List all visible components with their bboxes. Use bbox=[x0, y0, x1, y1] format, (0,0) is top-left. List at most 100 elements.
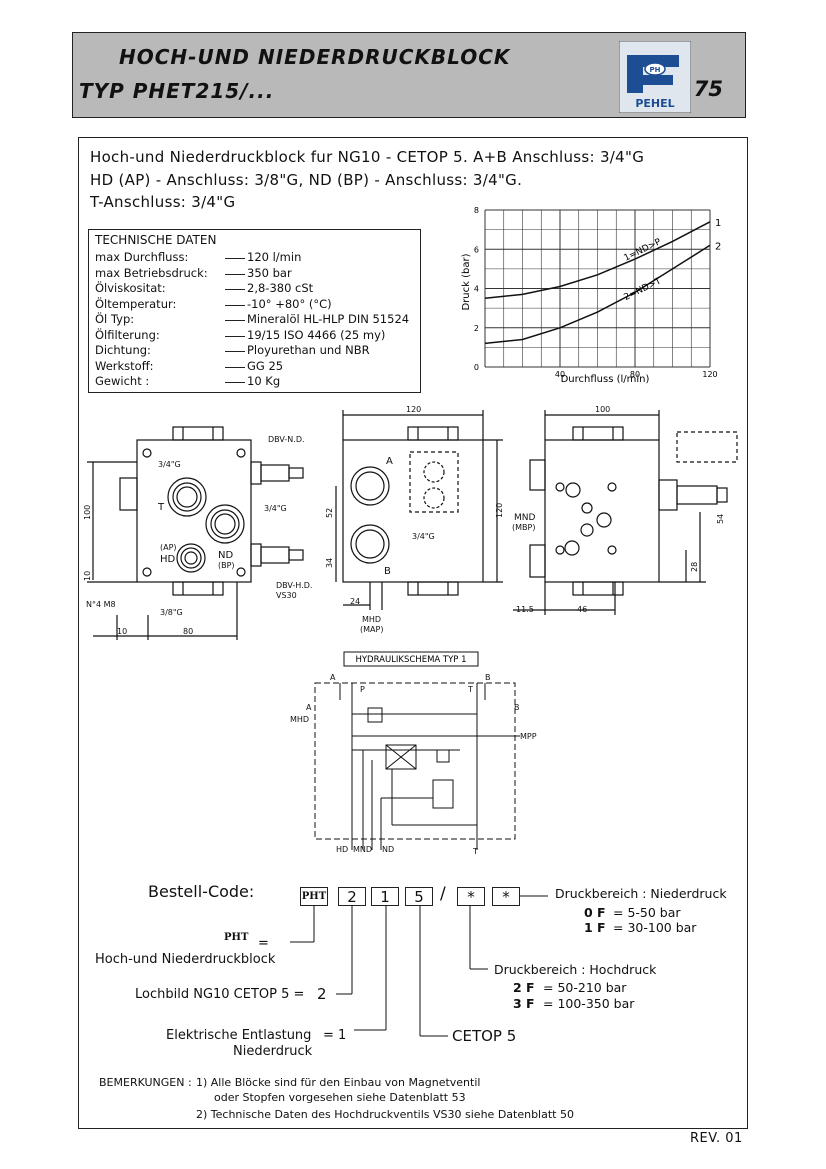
code-box-star-hd: * bbox=[457, 887, 485, 906]
tech-row-leader bbox=[225, 258, 245, 259]
dim-10-left: 10 bbox=[83, 571, 92, 581]
schema-b-side: B bbox=[514, 703, 520, 712]
bp-label: (BP) bbox=[218, 561, 235, 570]
y-axis-label: Druck (bar) bbox=[461, 253, 472, 310]
g34-label-b: 3/4"G bbox=[264, 504, 287, 513]
intro-line2: HD (AP) - Anschluss: 3/8"G, ND (BP) - An… bbox=[90, 170, 523, 189]
series-line-1 bbox=[484, 221, 711, 300]
dbv-hd-label: DBV-H.D. bbox=[276, 581, 312, 590]
vs30-label: VS30 bbox=[276, 591, 297, 600]
remarks-label: BEMERKUNGEN : bbox=[99, 1076, 192, 1089]
tech-row-label: Ölviskositat: bbox=[95, 281, 166, 295]
m8-label: N°4 M8 bbox=[86, 600, 116, 609]
lochbild-value: 2 bbox=[317, 985, 327, 1003]
y-tick-label: 6 bbox=[474, 245, 479, 254]
title-line1: HOCH-UND NIEDERDRUCKBLOCK bbox=[119, 45, 511, 69]
dbv-nd-label: DBV-N.D. bbox=[268, 435, 305, 444]
schema-nd: ND bbox=[382, 845, 394, 854]
schema-a-top: A bbox=[330, 673, 336, 682]
page-number: 75 bbox=[693, 77, 723, 101]
x-axis-label: Durchfluss (l/min) bbox=[561, 374, 650, 385]
tech-row-label: max Betriebsdruck: bbox=[95, 265, 208, 280]
tech-row-value: 120 l/min bbox=[247, 250, 302, 264]
schema-a-side: A bbox=[306, 703, 312, 712]
intro-line3: T-Anschluss: 3/4"G bbox=[90, 193, 236, 211]
schema-p: P bbox=[360, 685, 365, 694]
tech-row-leader bbox=[225, 320, 245, 321]
remark-1b: oder Stopfen vorgesehen siehe Datenblatt… bbox=[214, 1091, 466, 1104]
schema-t-bottom: T bbox=[472, 847, 478, 856]
schema-mhd: MHD bbox=[290, 715, 309, 724]
tech-row-value: -10° +80° (°C) bbox=[247, 296, 332, 311]
x-tick-label: 40 bbox=[555, 370, 565, 379]
tech-row-leader bbox=[225, 335, 245, 337]
tech-row-label: max Durchfluss: bbox=[95, 250, 189, 264]
hydraulic-schema: HYDRAULIKSCHEMA TYP 1 A B A B P T MHD MP… bbox=[290, 651, 537, 856]
series-end-label-2: 2 bbox=[715, 241, 721, 252]
order-code-label: Bestell-Code: bbox=[148, 882, 255, 901]
schema-title: HYDRAULIKSCHEMA TYP 1 bbox=[355, 655, 466, 665]
tech-row-value: GG 25 bbox=[247, 358, 284, 373]
entlastung-eq: = 1 bbox=[323, 1028, 347, 1043]
x-tick-label: 120 bbox=[702, 370, 717, 379]
dim-115: 11.5 bbox=[516, 605, 534, 614]
schema-hd: HD bbox=[336, 845, 348, 854]
tech-row-value: Mineralöl HL-HLP DIN 51524 bbox=[247, 312, 410, 326]
y-tick-label: 8 bbox=[474, 206, 479, 215]
tech-row-value: 10 Kg bbox=[247, 374, 281, 388]
port-b-label: B bbox=[384, 566, 391, 577]
code-slash: / bbox=[440, 884, 446, 904]
hd-opt1-code: 2 F bbox=[513, 980, 535, 995]
schema-b-top: B bbox=[485, 673, 491, 682]
map-label: (MAP) bbox=[360, 625, 383, 634]
code-box-pht: PHT bbox=[300, 887, 328, 906]
pht-desc: Hoch-und Niederdruckblock bbox=[95, 952, 276, 967]
hd-opt2-code: 3 F bbox=[513, 996, 535, 1011]
remark-1a: 1) Alle Blöcke sind für den Einbau von M… bbox=[196, 1076, 481, 1089]
revision-label: REV. 01 bbox=[690, 1131, 743, 1146]
series-line-2 bbox=[484, 244, 711, 345]
tech-row-value: 350 bar bbox=[247, 265, 292, 280]
intro-line1: Hoch-und Niederdruckblock fur NG10 - CET… bbox=[90, 148, 645, 166]
g38-label: 3/8"G bbox=[160, 608, 183, 617]
dim-120-side: 120 bbox=[495, 503, 504, 518]
dim-100-left: 100 bbox=[83, 505, 92, 520]
tech-row-leader bbox=[225, 289, 245, 290]
cetop5-label: CETOP 5 bbox=[452, 1027, 517, 1045]
dim-120-top: 120 bbox=[406, 405, 421, 414]
mhd-label: MHD bbox=[362, 615, 381, 624]
schema-mnd: MND bbox=[353, 845, 372, 854]
hd-opt1: = 50-210 bar bbox=[543, 980, 627, 995]
t-port-label: T bbox=[157, 502, 165, 513]
dim-100-right: 100 bbox=[595, 405, 610, 414]
nd-label: ND bbox=[218, 550, 233, 561]
content-frame bbox=[78, 137, 748, 1129]
mnd-label: MND bbox=[514, 513, 535, 523]
tech-row-label: Dichtung: bbox=[95, 343, 151, 357]
y-tick-label: 0 bbox=[474, 363, 479, 372]
intro-text: Hoch-und Niederdruckblock fur NG10 - CET… bbox=[90, 146, 644, 214]
dim-34: 34 bbox=[325, 558, 334, 568]
ap-label: (AP) bbox=[160, 543, 177, 552]
nd-range-title: Druckbereich : Niederdruck bbox=[555, 886, 727, 901]
dim-28: 28 bbox=[690, 562, 699, 572]
dim-24: 24 bbox=[350, 597, 360, 606]
tech-row-label: Gewicht : bbox=[95, 374, 150, 388]
tech-row-leader bbox=[225, 382, 245, 383]
code-box-1: 1 bbox=[371, 887, 399, 906]
nd-opt2: = 30-100 bar bbox=[613, 920, 697, 935]
logo-badge: PH bbox=[650, 66, 661, 74]
hd-label: HD bbox=[160, 554, 176, 565]
tech-row-label: Öl Typ: bbox=[95, 312, 135, 326]
tech-row-label: Öltemperatur: bbox=[95, 296, 177, 311]
nd-opt1: = 5-50 bar bbox=[613, 905, 681, 920]
g34-mid-label: 3/4"G bbox=[412, 532, 435, 541]
hd-opt2: = 100-350 bar bbox=[543, 996, 635, 1011]
port-a-label: A bbox=[386, 456, 393, 467]
dim-52: 52 bbox=[325, 508, 334, 518]
x-tick-label: 80 bbox=[630, 370, 640, 379]
code-box-5: 5 bbox=[405, 887, 433, 906]
y-tick-label: 2 bbox=[474, 324, 479, 333]
hd-range-title: Druckbereich : Hochdruck bbox=[494, 962, 657, 977]
